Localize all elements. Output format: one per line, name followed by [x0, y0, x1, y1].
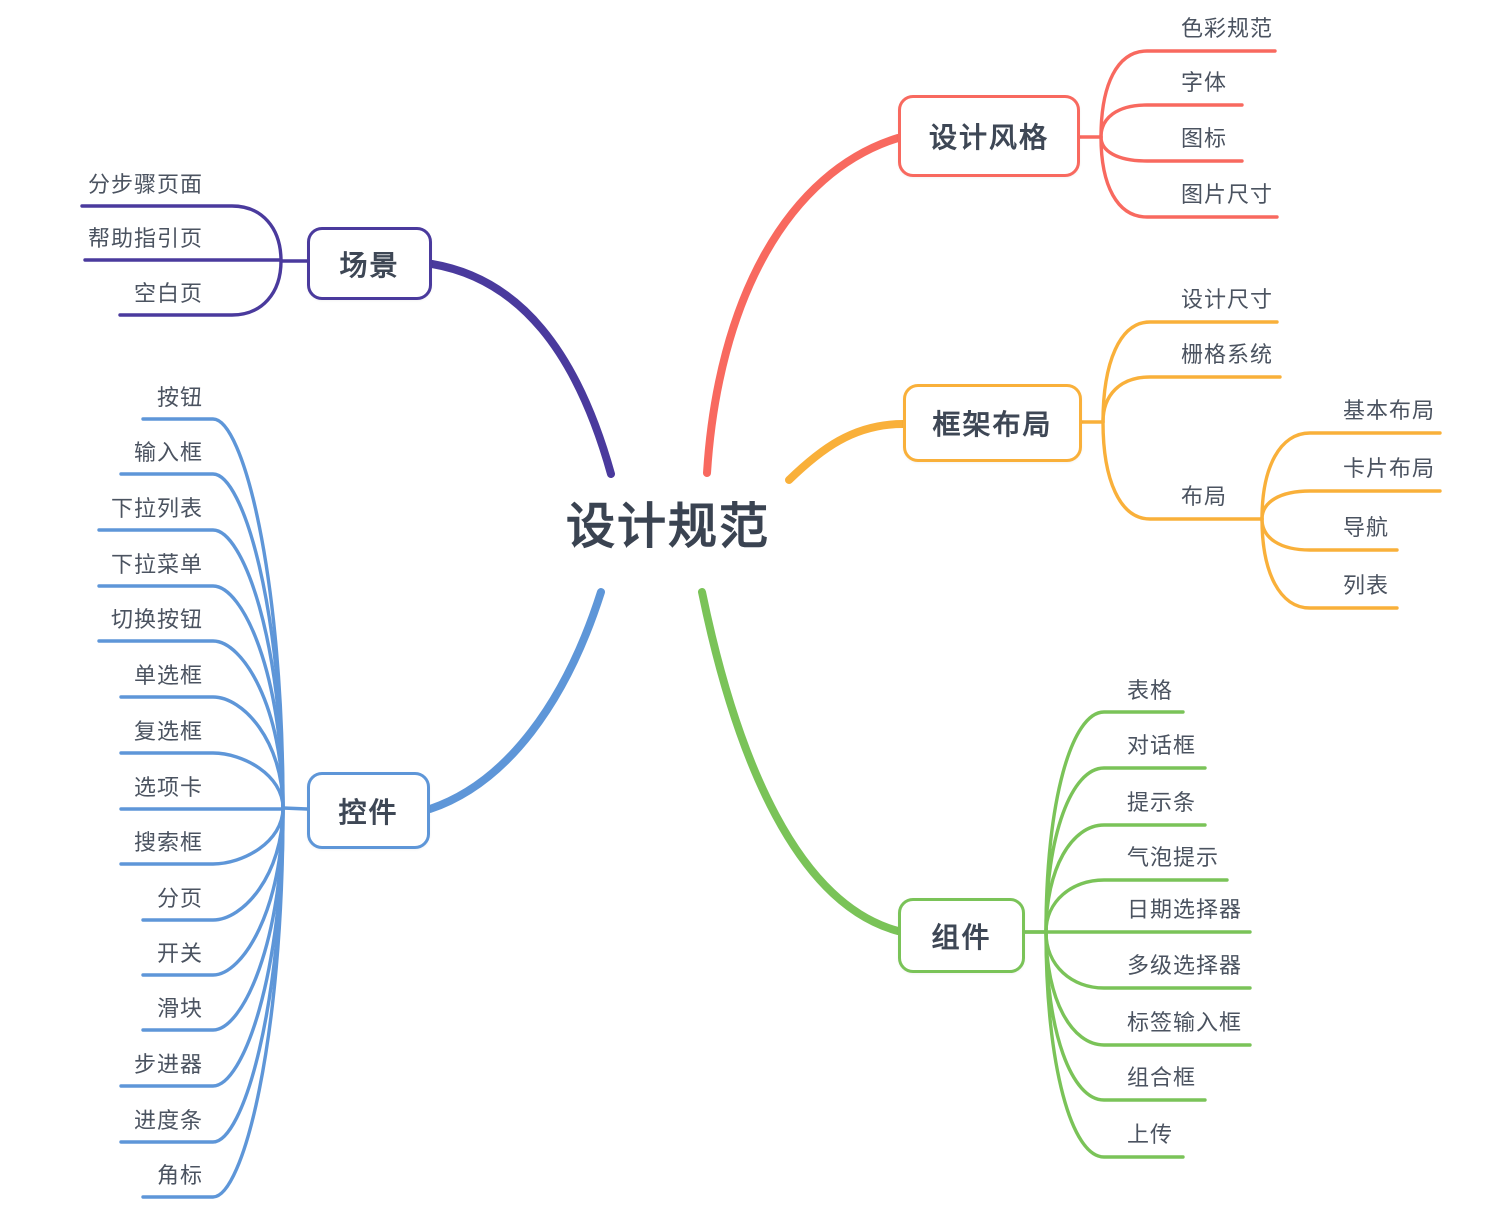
node-tag-input[interactable]: 标签输入框	[1127, 1010, 1243, 1035]
connector-grid-system	[1101, 375, 1282, 424]
node-image-size[interactable]: 图片尺寸	[1181, 182, 1274, 207]
node-combo-box[interactable]: 组合框	[1127, 1065, 1197, 1090]
node-dialog[interactable]: 对话框	[1127, 733, 1197, 758]
node-switch[interactable]: 开关	[156, 941, 203, 966]
node-layout[interactable]: 布局	[1181, 484, 1228, 509]
node-tab[interactable]: 选项卡	[133, 775, 203, 800]
connector-layout	[1101, 420, 1264, 521]
node-control[interactable]: 控件	[307, 772, 430, 849]
branch-line-control	[426, 588, 605, 813]
connector-checkbox	[119, 751, 285, 810]
node-checkbox[interactable]: 复选框	[133, 719, 203, 744]
node-cascader[interactable]: 多级选择器	[1127, 953, 1243, 978]
connector-tip-bar	[1044, 823, 1207, 934]
node-list[interactable]: 列表	[1343, 573, 1390, 598]
node-date-picker[interactable]: 日期选择器	[1127, 897, 1243, 922]
node-stepper[interactable]: 步进器	[133, 1052, 203, 1077]
node-navigation[interactable]: 导航	[1343, 515, 1390, 540]
node-design-style[interactable]: 设计风格	[898, 95, 1080, 177]
node-design-size[interactable]: 设计尺寸	[1181, 287, 1274, 312]
node-dropdown-menu[interactable]: 下拉菜单	[110, 552, 203, 577]
node-basic-layout[interactable]: 基本布局	[1343, 398, 1436, 423]
node-card-layout[interactable]: 卡片布局	[1343, 456, 1436, 481]
node-dropdown-list[interactable]: 下拉列表	[110, 496, 203, 521]
connector-font	[1099, 103, 1244, 139]
node-search-box[interactable]: 搜索框	[133, 830, 203, 855]
connector-bubble-tip	[1044, 878, 1229, 934]
node-slider[interactable]: 滑块	[156, 996, 203, 1021]
branch-line-scene	[428, 260, 615, 478]
connector-basic-layout	[1260, 431, 1442, 521]
node-pagination[interactable]: 分页	[156, 886, 203, 911]
node-icon[interactable]: 图标	[1181, 126, 1228, 151]
node-progress-bar[interactable]: 进度条	[133, 1108, 203, 1133]
node-input[interactable]: 输入框	[133, 440, 203, 465]
node-tip-bar[interactable]: 提示条	[1127, 790, 1197, 815]
connector-radio	[119, 695, 285, 810]
branch-line-frame-layout	[785, 420, 907, 484]
branch-line-component	[698, 588, 902, 935]
node-color-spec[interactable]: 色彩规范	[1181, 16, 1274, 41]
node-upload[interactable]: 上传	[1127, 1122, 1174, 1147]
node-step-page[interactable]: 分步骤页面	[87, 172, 203, 197]
node-blank-page[interactable]: 空白页	[133, 281, 203, 306]
connector-list	[1260, 517, 1399, 610]
connector-blank-page	[118, 259, 283, 317]
branch-line-design-style	[703, 134, 902, 477]
node-badge[interactable]: 角标	[156, 1163, 203, 1188]
connector-step-page	[80, 204, 283, 263]
node-scene[interactable]: 场景	[307, 227, 432, 300]
connector-toggle-button	[97, 639, 285, 810]
node-font[interactable]: 字体	[1181, 70, 1228, 95]
connector-card-layout	[1260, 489, 1442, 521]
stub-control	[281, 806, 309, 811]
node-bubble-tip[interactable]: 气泡提示	[1127, 845, 1220, 870]
connector-color-spec	[1099, 49, 1277, 139]
node-frame-layout[interactable]: 框架布局	[903, 384, 1082, 462]
node-radio[interactable]: 单选框	[133, 663, 203, 688]
root-topic[interactable]: 设计规范	[566, 500, 771, 554]
node-table[interactable]: 表格	[1127, 678, 1174, 703]
node-button[interactable]: 按钮	[156, 385, 203, 410]
node-toggle-button[interactable]: 切换按钮	[110, 607, 203, 632]
node-grid-system[interactable]: 栅格系统	[1181, 342, 1274, 367]
connector-design-size	[1101, 320, 1279, 424]
connector-upload	[1044, 930, 1185, 1159]
connector-badge	[141, 806, 285, 1199]
connector-image-size	[1099, 135, 1279, 219]
node-component[interactable]: 组件	[898, 898, 1025, 973]
connector-dialog	[1044, 766, 1207, 934]
node-help-guide-page[interactable]: 帮助指引页	[87, 226, 203, 251]
